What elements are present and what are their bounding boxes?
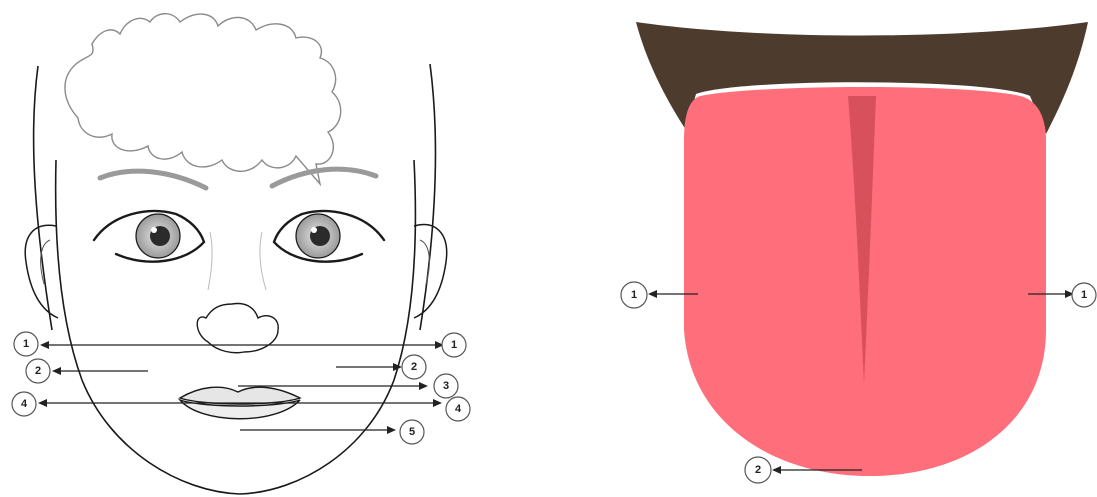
arrowhead-tongue-bottom-2 [772, 466, 781, 474]
callout-label: 5 [409, 426, 415, 438]
face-leader-lines [38, 341, 444, 434]
arrowhead-face-2-left [52, 367, 61, 375]
callout-face-left-4: 4 [12, 392, 36, 416]
callout-face-right-3: 3 [434, 374, 458, 398]
callout-tongue-right-1: 1 [1072, 283, 1096, 307]
callout-face-left-2: 2 [26, 359, 50, 383]
arrowhead-face-3 [419, 382, 428, 390]
face-illustration: 1 2 4 1 2 3 4 [12, 14, 470, 494]
nose-bridge-left [208, 232, 212, 290]
callout-label: 4 [455, 403, 462, 415]
face-callouts: 1 2 4 1 2 3 4 [12, 332, 470, 444]
right-ear-inner [420, 240, 429, 284]
right-eyebrow [272, 169, 376, 186]
callout-label: 1 [631, 289, 637, 301]
callout-face-right-1: 1 [442, 333, 466, 357]
right-head-line [420, 64, 435, 330]
right-eye-highlight [311, 227, 317, 233]
callout-tongue-bottom-2: 2 [745, 457, 771, 483]
tongue-illustration: 1 1 2 [621, 22, 1096, 483]
arrowhead-face-5 [387, 426, 396, 434]
callout-tongue-left-1: 1 [621, 282, 647, 308]
callout-face-right-5: 5 [400, 420, 424, 444]
left-eye-highlight [151, 227, 157, 233]
arrowhead-face-4-right [433, 399, 442, 407]
callout-label: 3 [443, 380, 449, 392]
face-outline [56, 160, 416, 494]
callout-label: 1 [23, 338, 29, 350]
left-head-line [34, 66, 52, 330]
callout-label: 2 [411, 361, 417, 373]
callout-label: 4 [21, 398, 28, 410]
arrowhead-tongue-left-1 [648, 290, 657, 298]
arrowhead-face-1-left [40, 341, 49, 349]
left-eyebrow [100, 171, 206, 188]
callout-label: 2 [755, 464, 761, 476]
callout-face-right-4: 4 [446, 397, 470, 421]
callout-face-right-2: 2 [402, 355, 426, 379]
callout-label: 2 [35, 365, 41, 377]
hair-outline [65, 14, 341, 184]
nose-bridge-right [260, 232, 266, 290]
callout-face-left-1: 1 [14, 332, 38, 356]
right-ear [414, 225, 447, 318]
callout-label: 1 [1081, 289, 1087, 301]
callout-label: 1 [451, 339, 457, 351]
upper-lip [180, 387, 300, 404]
arrowhead-face-4-left [38, 399, 47, 407]
